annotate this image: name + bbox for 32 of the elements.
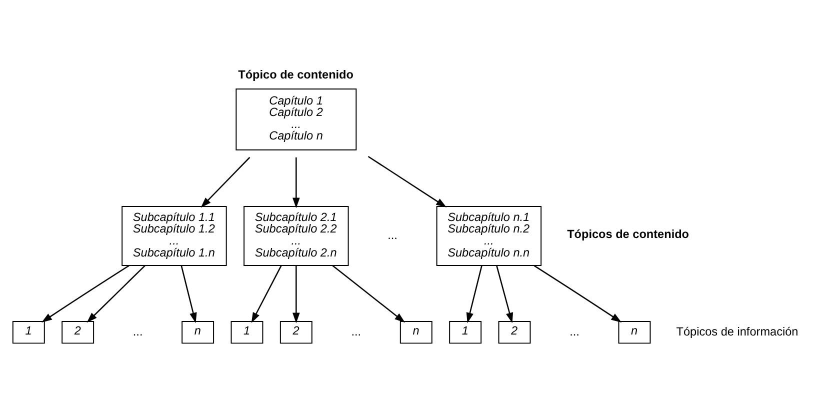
- node-box: n: [182, 320, 214, 344]
- arrow: [496, 264, 514, 323]
- arrow: [534, 264, 622, 322]
- arrow: [86, 264, 146, 322]
- arrow: [368, 155, 447, 207]
- label: ...: [132, 324, 143, 338]
- arrow: [292, 156, 300, 208]
- arrow: [292, 265, 300, 323]
- node-box: 2: [280, 320, 312, 344]
- label: Tópicos de información: [676, 324, 798, 338]
- node-box: 2: [498, 320, 531, 344]
- arrow: [332, 264, 406, 322]
- node-box: Subcapítulo n.1 Subcapítulo n.2 ... Subcapítulo n.n: [436, 205, 542, 266]
- node-box: 1: [12, 320, 45, 344]
- label: ...: [570, 324, 580, 338]
- label: ...: [388, 228, 398, 242]
- node-box: n: [618, 320, 651, 344]
- arrow: [200, 156, 250, 208]
- node-box: Subcapítulo 2.1 Subcapítulo 2.2 ... Subcapítulo 2.n: [244, 205, 349, 266]
- arrow: [180, 264, 197, 323]
- label: Tópicos de contenido: [567, 226, 690, 241]
- node-box: Capítulo 1 Capítulo 2 ... Capítulo n: [236, 88, 357, 150]
- node-label: Tópico de contenido: [238, 67, 354, 82]
- arrow: [42, 264, 130, 322]
- node-box: 2: [62, 320, 94, 344]
- node-box: n: [400, 320, 432, 344]
- arrow: [466, 264, 482, 323]
- node-box: 1: [449, 320, 482, 344]
- label: ...: [351, 324, 362, 338]
- node-box: Subcapítulo 1.1 Subcapítulo 1.2 ... Subcapítulo 1.n: [122, 205, 227, 266]
- arrow: [251, 264, 282, 322]
- node-box: 1: [230, 320, 264, 344]
